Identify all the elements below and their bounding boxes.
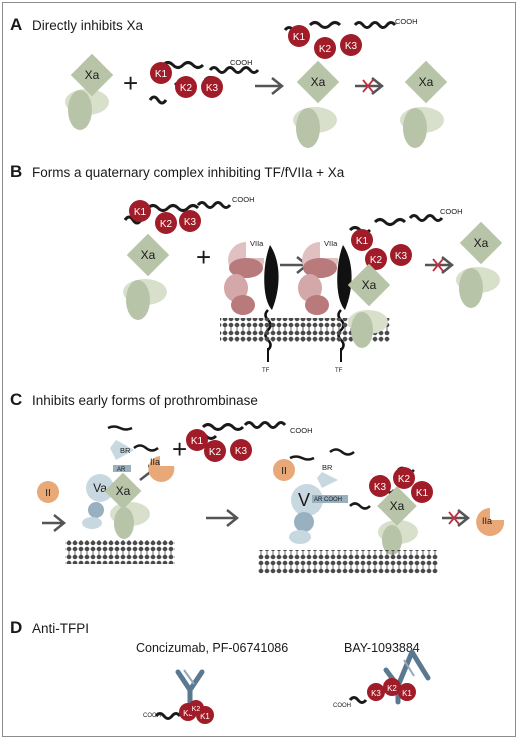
plus-sign: +	[172, 434, 187, 464]
svg-text:K1: K1	[191, 436, 204, 447]
drug-label-bay: BAY-1093884	[344, 641, 420, 655]
svg-text:II: II	[45, 488, 51, 499]
panel-c-title: Inhibits early forms of prothrombinase	[32, 393, 258, 408]
svg-text:K3: K3	[345, 41, 358, 52]
panel-a-title: Directly inhibits Xa	[32, 18, 144, 33]
svg-text:Xa: Xa	[116, 484, 131, 498]
svg-text:IIa: IIa	[482, 516, 492, 526]
thrombin-iia: IIa	[476, 508, 505, 536]
svg-text:TF: TF	[262, 368, 270, 374]
svg-text:K1: K1	[293, 32, 306, 43]
tfpi-bound-concizumab: K3 K1 K2 COOH	[143, 700, 214, 724]
svg-text:COOH: COOH	[230, 58, 253, 67]
svg-text:Xa: Xa	[141, 248, 156, 262]
svg-text:II: II	[281, 466, 287, 477]
panel-a-label: A	[10, 15, 22, 34]
svg-text:K3: K3	[184, 217, 197, 228]
xa-molecule: Xa	[65, 53, 114, 130]
svg-text:K2: K2	[209, 447, 222, 458]
svg-text:K1: K1	[356, 236, 369, 247]
svg-text:TF: TF	[335, 368, 343, 374]
svg-text:AR: AR	[117, 467, 126, 473]
svg-text:COOH: COOH	[290, 426, 313, 435]
svg-text:K3: K3	[183, 709, 193, 718]
svg-text:K1: K1	[200, 712, 210, 721]
svg-text:AR COOH: AR COOH	[314, 497, 342, 503]
svg-text:K3: K3	[206, 83, 219, 94]
svg-text:V: V	[298, 490, 310, 510]
svg-text:BR: BR	[322, 463, 333, 472]
svg-text:Xa: Xa	[390, 499, 405, 513]
xa-free: Xa	[456, 221, 503, 308]
svg-text:K2: K2	[160, 219, 173, 230]
svg-text:K1: K1	[134, 207, 147, 218]
svg-text:Xa: Xa	[362, 278, 377, 292]
plus-sign: +	[196, 242, 211, 272]
svg-text:K3: K3	[395, 251, 408, 262]
svg-text:Va: Va	[93, 481, 107, 495]
prothrombinase-left: II BR AR Va Xa IIa	[37, 425, 175, 564]
svg-text:COOH: COOH	[395, 17, 418, 26]
panel-b-title: Forms a quaternary complex inhibiting TF…	[32, 165, 345, 180]
drug-label-concizumab: Concizumab, PF-06741086	[136, 641, 288, 655]
inhibition-x	[448, 511, 460, 525]
xa-free: Xa	[400, 60, 448, 148]
svg-text:K3: K3	[374, 482, 387, 493]
svg-text:Xa: Xa	[474, 236, 489, 250]
tfpi-xa-left: K1 K2 K3 COOH Xa	[123, 195, 255, 320]
reaction-arrow	[206, 509, 240, 527]
plus-sign: +	[123, 68, 138, 98]
inhibition-x	[432, 258, 444, 272]
svg-text:K2: K2	[192, 706, 201, 713]
xa-tfpi-complex: Xa K1 K2 K3 COOH	[283, 17, 418, 148]
svg-text:K1: K1	[155, 69, 168, 80]
panel-c-label: C	[10, 390, 22, 409]
svg-text:VIIa: VIIa	[250, 239, 264, 248]
svg-text:K3: K3	[235, 446, 248, 457]
svg-text:K2: K2	[180, 83, 193, 94]
svg-text:COOH: COOH	[143, 713, 161, 719]
svg-text:COOH: COOH	[440, 207, 463, 216]
panel-d-title: Anti-TFPI	[32, 621, 89, 636]
tf-viia-complex-left: VIIa TF	[220, 239, 310, 374]
tfpi-molecule: K1 K2 K3 COOH	[148, 58, 260, 105]
svg-text:K2: K2	[387, 684, 397, 693]
svg-text:K2: K2	[319, 44, 332, 55]
panel-d-label: D	[10, 618, 22, 637]
tfpi-bound-bay: K3 K2 K1 COOH	[333, 678, 416, 709]
svg-text:K1: K1	[416, 488, 429, 499]
svg-text:Xa: Xa	[311, 75, 326, 89]
reaction-arrow	[255, 77, 285, 95]
svg-text:VIIa: VIIa	[324, 239, 338, 248]
svg-text:BR: BR	[120, 446, 131, 455]
svg-text:K2: K2	[398, 474, 411, 485]
svg-text:K1: K1	[402, 689, 412, 698]
svg-text:K2: K2	[370, 255, 383, 266]
prothrombinase-tfpi-complex: II BR V AR COOH K3 K2 K1 Xa	[258, 448, 438, 574]
panel-b-label: B	[10, 162, 22, 181]
svg-text:K3: K3	[371, 689, 381, 698]
svg-text:IIa: IIa	[150, 457, 160, 467]
svg-text:Xa: Xa	[419, 75, 434, 89]
svg-text:Xa: Xa	[85, 68, 100, 82]
tfpi-molecule: K1 K2 K3 COOH	[186, 421, 313, 462]
inhibition-x	[362, 79, 374, 93]
svg-text:COOH: COOH	[232, 195, 255, 204]
quaternary-complex: VIIa TF K1 K2 K3 COOH Xa	[298, 207, 463, 374]
svg-text:COOH: COOH	[333, 703, 351, 709]
